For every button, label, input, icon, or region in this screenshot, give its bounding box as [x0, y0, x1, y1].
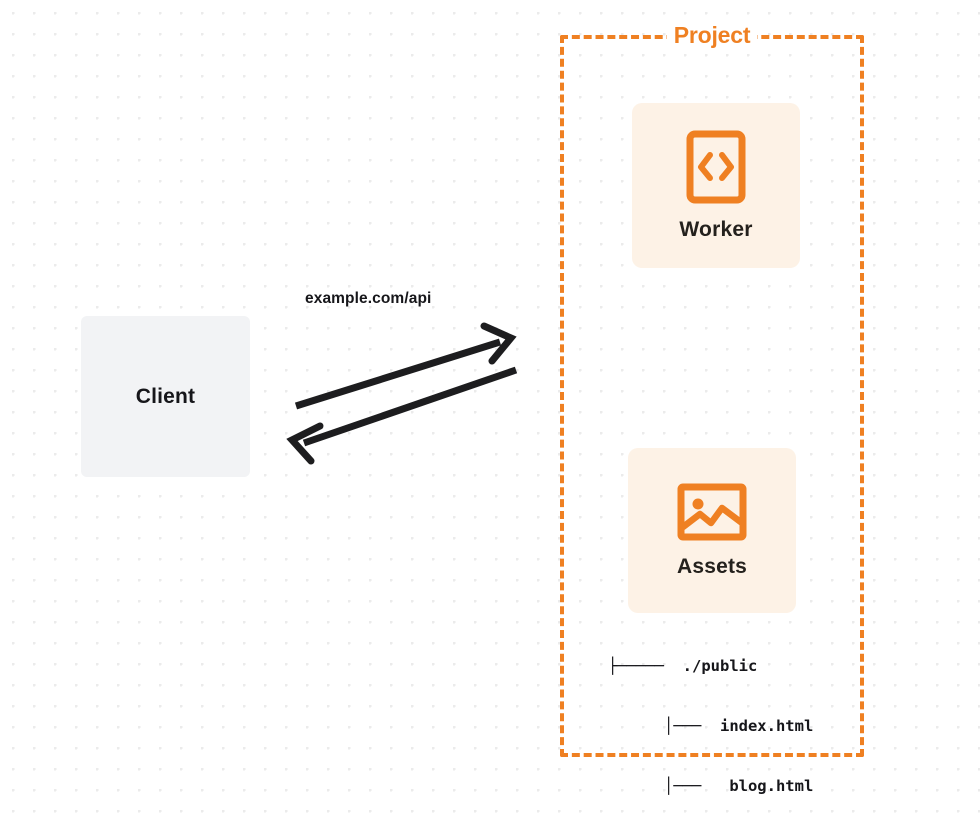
client-node: Client: [81, 316, 250, 477]
client-node-label: Client: [135, 384, 196, 408]
file-tree-line: │─── index.html: [608, 717, 814, 735]
code-brackets-icon: [686, 130, 746, 204]
worker-node: Worker: [632, 103, 800, 268]
response-arrow: [286, 366, 518, 465]
assets-node-label: Assets: [676, 554, 748, 578]
file-tree: ├───── ./public │─── index.html │─── blo…: [608, 616, 814, 818]
project-title-text: Project: [666, 21, 758, 49]
assets-node: Assets: [628, 448, 796, 613]
request-arrow: [294, 322, 517, 410]
request-url-label: example.com/api: [305, 290, 432, 307]
file-tree-line: │─── blog.html: [608, 777, 814, 795]
image-icon: [677, 483, 747, 541]
project-title: Project: [560, 21, 864, 49]
worker-node-label: Worker: [679, 217, 753, 241]
file-tree-line: ├───── ./public: [608, 657, 758, 675]
